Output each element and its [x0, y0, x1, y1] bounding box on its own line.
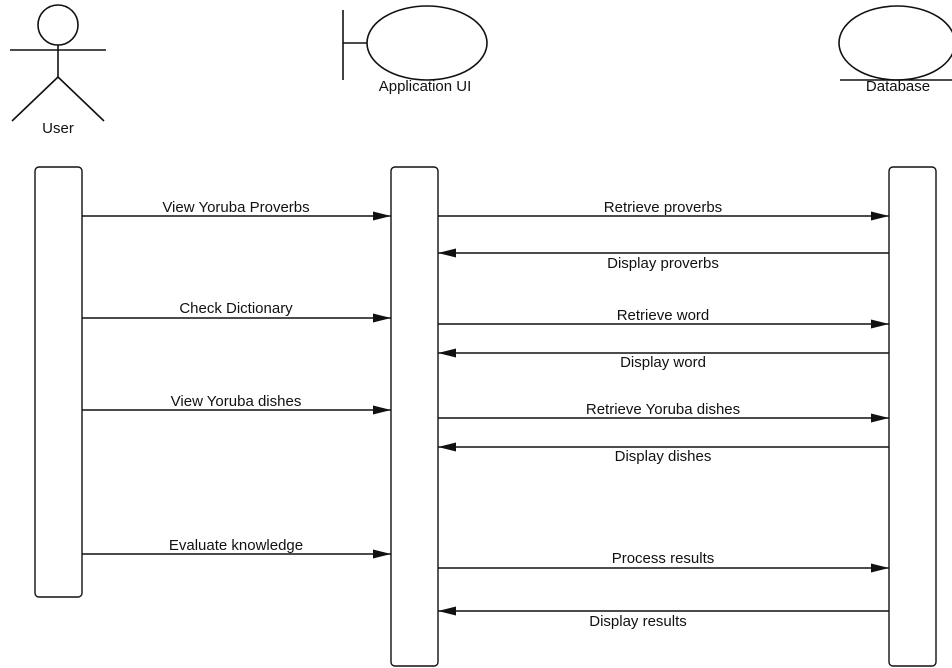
- user-activation-bar: [34, 166, 83, 598]
- database-activation-bar: [888, 166, 937, 667]
- arrowhead-icon: [871, 319, 889, 329]
- message-label: Display dishes: [615, 448, 712, 465]
- message-label: Process results: [612, 550, 715, 567]
- arrowhead-icon: [871, 563, 889, 573]
- message-label: Display word: [620, 354, 706, 371]
- database-participant-label: Database: [866, 78, 930, 95]
- arrowhead-icon: [438, 348, 456, 358]
- arrowhead-icon: [438, 606, 456, 616]
- arrowhead-icon: [373, 211, 391, 221]
- arrowhead-icon: [871, 413, 889, 423]
- arrowhead-icon: [438, 442, 456, 452]
- message-label: Retrieve Yoruba dishes: [586, 401, 740, 418]
- arrowhead-icon: [373, 405, 391, 415]
- boundary-icon: [342, 5, 488, 81]
- arrowhead-icon: [373, 549, 391, 559]
- message-label: View Yoruba Proverbs: [162, 199, 309, 216]
- arrowhead-icon: [871, 211, 889, 221]
- message-label: Retrieve word: [617, 307, 710, 324]
- messages-group: View Yoruba Proverbs Retrieve proverbsDis…: [82, 199, 889, 630]
- application-ui-participant-label: Application UI: [379, 78, 472, 95]
- user-participant-label: User: [42, 120, 74, 137]
- message-label: Retrieve proverbs: [604, 199, 722, 216]
- message-label: Display results: [589, 613, 687, 630]
- message-label: Evaluate knowledge: [169, 537, 303, 554]
- application-ui-activation-bar: [390, 166, 439, 667]
- message-label: Check Dictionary: [179, 300, 293, 317]
- message-label: View Yoruba dishes: [171, 393, 302, 410]
- entity-icon: [838, 5, 952, 81]
- arrowhead-icon: [373, 313, 391, 323]
- arrowhead-icon: [438, 248, 456, 258]
- user-actor-icon: [10, 4, 106, 122]
- message-label: Display proverbs: [607, 255, 719, 272]
